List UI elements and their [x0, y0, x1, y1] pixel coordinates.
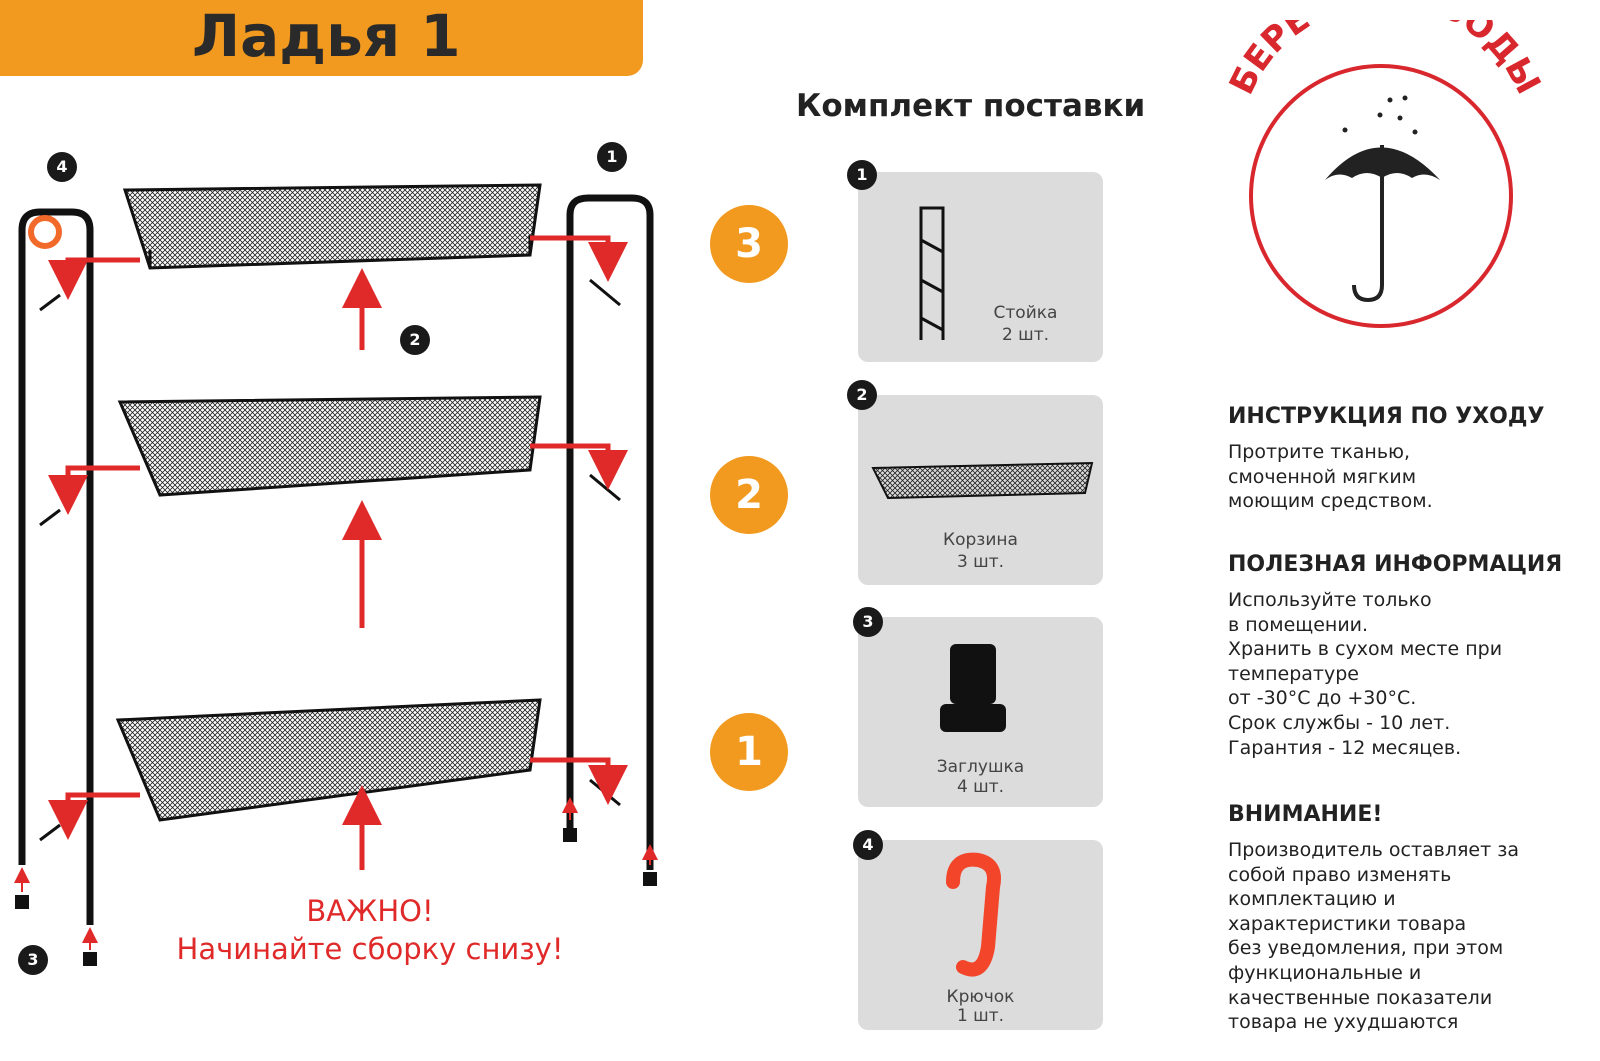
important-heading: ВАЖНО!: [306, 894, 434, 928]
kit-item-qty: 3 шт.: [956, 552, 1005, 572]
umbrella-icon: [1325, 95, 1440, 303]
kit-item-name: Стойка: [993, 303, 1058, 323]
left-post: [18, 208, 94, 925]
info-heading: ПОЛЕЗНАЯ ИНФОРМАЦИЯ: [1228, 552, 1563, 577]
info-line: от -30°C до +30°C.: [1228, 687, 1417, 710]
info-line: температуре: [1228, 662, 1359, 685]
warning-line: функциональные и: [1228, 961, 1422, 984]
kit-item-cap: Заглушка 4 шт.: [858, 617, 1103, 807]
warning-line: собой право изменять: [1228, 863, 1452, 886]
info-text: Используйте только в помещении. Хранить …: [1228, 588, 1502, 760]
post-icon: [919, 206, 945, 340]
step-badge-2: 2: [710, 456, 788, 534]
care-line: смоченной мягким: [1228, 465, 1417, 488]
assembly-arrows: [14, 235, 658, 950]
kit-item-post: Стойка 2 шт.: [858, 172, 1103, 362]
care-line: Протрите тканью,: [1228, 441, 1411, 463]
diagram-label-hook: 4: [47, 152, 77, 182]
info-line: Используйте только: [1228, 589, 1432, 611]
kit-item-basket: Корзина 3 шт.: [858, 395, 1103, 585]
important-text: Начинайте сборку снизу!: [176, 932, 564, 966]
diagram-label-basket: 2: [400, 325, 430, 355]
kit-number-1: 1: [847, 160, 877, 190]
care-text: Протрите тканью, смоченной мягким моющим…: [1228, 440, 1433, 514]
assembly-diagram: [14, 183, 658, 966]
hook-icon: [28, 215, 62, 249]
kit-item-name: Заглушка: [936, 757, 1025, 777]
info-line: Срок службы - 10 лет.: [1228, 711, 1451, 734]
warning-line: Производитель оставляет за: [1228, 839, 1519, 861]
caps: [15, 828, 657, 966]
warning-line: характеристики товара: [1228, 912, 1467, 935]
info-line: Хранить в сухом месте при: [1228, 638, 1503, 661]
kit-number-3: 3: [853, 607, 883, 637]
basket-middle: [117, 395, 542, 497]
kit-title: Комплект поставки: [796, 88, 1146, 124]
kit-item-hook: Крючок 1 шт.: [858, 840, 1103, 1030]
step-badge-3: 3: [710, 205, 788, 283]
diagram-label-cap: 3: [18, 945, 48, 975]
basket-top: [122, 183, 542, 270]
warning-text: Производитель оставляет за собой право и…: [1228, 838, 1519, 1035]
kit-item-name: Крючок: [946, 987, 1015, 1007]
care-heading: ИНСТРУКЦИЯ ПО УХОДУ: [1228, 404, 1545, 429]
diagram-label-post: 1: [597, 142, 627, 172]
kit-number-2: 2: [847, 380, 877, 410]
info-line: Гарантия - 12 месяцев.: [1228, 736, 1462, 759]
basket-icon: [871, 461, 1094, 500]
hook-icon: [946, 852, 1001, 977]
kit-item-qty: 4 шт.: [956, 777, 1005, 797]
care-line: моющим средством.: [1228, 490, 1433, 513]
kit-number-4: 4: [853, 830, 883, 860]
product-title: Ладья 1: [192, 2, 461, 70]
important-note: ВАЖНО! Начинайте сборку снизу!: [130, 892, 610, 968]
warning-line: без уведомления, при этом: [1228, 937, 1504, 960]
warning-heading: ВНИМАНИЕ!: [1228, 802, 1383, 827]
step-badge-1: 1: [710, 713, 788, 791]
kit-item-qty: 2 шт.: [1001, 325, 1050, 345]
warning-line: комплектацию и: [1228, 888, 1396, 911]
cap-icon: [940, 644, 1006, 732]
basket-bottom: [115, 698, 542, 822]
kit-item-qty: 1 шт.: [956, 1006, 1005, 1026]
title-bar: Ладья 1: [0, 0, 643, 76]
info-line: в помещении.: [1228, 613, 1369, 636]
kit-item-name: Корзина: [943, 530, 1018, 550]
warning-line: качественные показатели: [1228, 986, 1493, 1009]
keep-dry-badge: БЕРЕЧЬ ОТ ВОДЫ: [1222, 20, 1548, 328]
warning-line: товара не ухудшаются: [1228, 1011, 1459, 1034]
keep-dry-text: БЕРЕЧЬ ОТ ВОДЫ: [1222, 20, 1548, 101]
